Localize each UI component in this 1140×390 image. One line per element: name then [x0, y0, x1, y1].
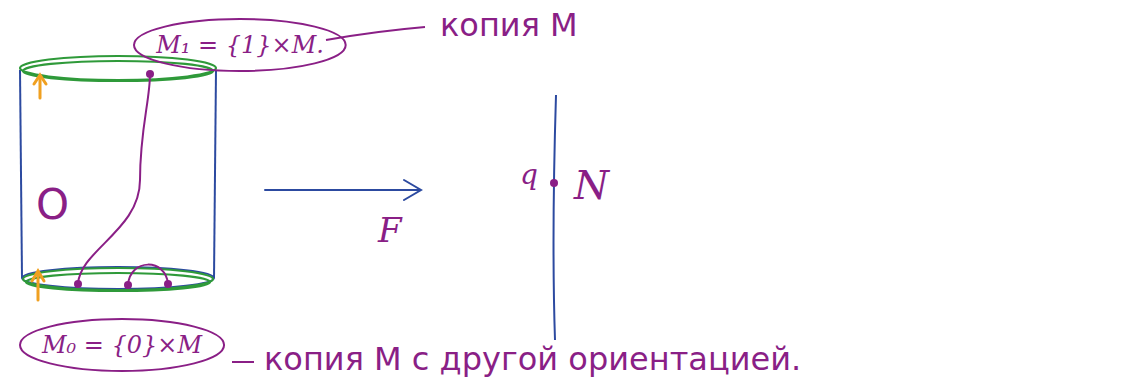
circled-label: M₀ = {0}×M	[18, 317, 226, 373]
copy-note: копия M	[440, 6, 578, 44]
boundary-label: M₀ = {0}×M	[18, 331, 226, 359]
points	[74, 70, 172, 289]
boundary-circles	[20, 56, 216, 291]
orientation-note: копия M с другой ориентацией.	[264, 340, 801, 378]
cobordism-name: O	[36, 180, 69, 229]
map-arrow	[265, 180, 421, 200]
circled-label: M₁ = {1}×M.	[132, 17, 348, 73]
manifold-line	[550, 95, 558, 340]
point-name: q	[520, 158, 538, 191]
map-name: F	[378, 210, 402, 250]
curves	[78, 74, 168, 285]
manifold-name: N	[574, 162, 609, 208]
leader-lines	[232, 27, 425, 362]
boundary-label: M₁ = {1}×M.	[132, 31, 348, 59]
cylinder	[20, 70, 216, 289]
